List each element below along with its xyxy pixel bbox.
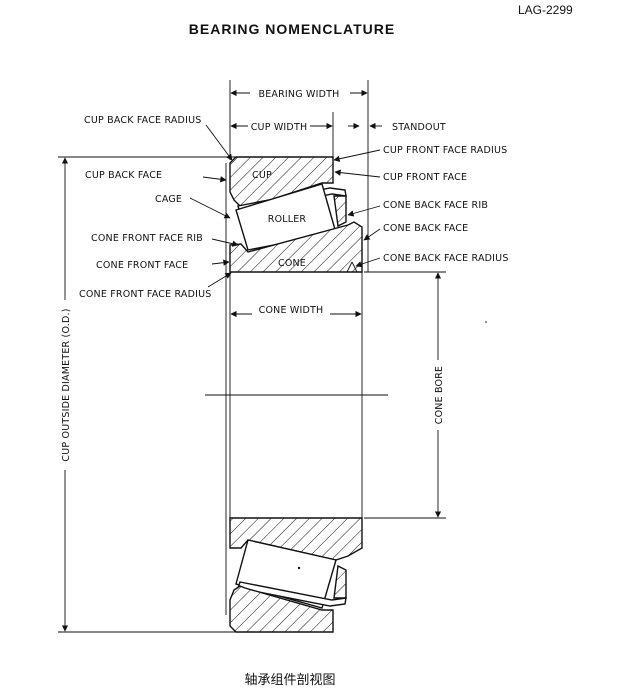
cup-bottom-section: [229, 585, 334, 633]
roller-label: ROLLER: [268, 214, 307, 225]
bearing-width-mask: [250, 85, 350, 99]
cone-bore-mask: [431, 360, 445, 430]
cone-back-face-leader: [363, 228, 381, 241]
cup-front-face-radius-leader: [333, 149, 381, 162]
document-code: LAG-2299: [518, 3, 573, 17]
cup-back-face-leader: [202, 176, 227, 183]
diagram-title: BEARING NOMENCLATURE: [189, 21, 395, 37]
cage-label: CAGE: [155, 194, 182, 205]
cup-back-face-radius-label: CUP BACK FACE RADIUS: [84, 115, 201, 126]
cup-width-mask: [248, 118, 310, 132]
cup-back-face-label: CUP BACK FACE: [85, 170, 162, 181]
cone-front-face-radius-label: CONE FRONT FACE RADIUS: [79, 289, 212, 300]
cone-back-radius-notch: [346, 261, 358, 273]
cone-back-face-label: CONE BACK FACE: [383, 223, 468, 234]
cone-front-face-radius-leader: [207, 272, 232, 288]
roller-dot: [297, 566, 301, 570]
cone-front-face-rib-label: CONE FRONT FACE RIB: [91, 233, 203, 244]
cup-front-face-leader: [334, 169, 381, 178]
stray-dot: [485, 321, 487, 323]
cone-front-face-rib-leader: [211, 238, 239, 247]
cone-back-face-rib-bottom: [333, 564, 347, 599]
cone-back-face-rib-label: CONE BACK FACE RIB: [383, 200, 488, 211]
cup-width-label: CUP WIDTH: [251, 122, 308, 133]
standout-label: STANDOUT: [392, 122, 446, 133]
cup-od-mask: [58, 300, 72, 470]
cone-back-face-rib-leader: [347, 205, 381, 217]
cone-back-face-radius-label: CONE BACK FACE RADIUS: [383, 253, 509, 264]
cup-label: CUP: [252, 170, 272, 181]
cup-od-label: CUP OUTSIDE DIAMETER (O.D.): [61, 308, 72, 461]
cup-back-face-radius-leader: [205, 124, 233, 161]
cup-front-face-radius-label: CUP FRONT FACE RADIUS: [383, 145, 507, 156]
figure-caption: 轴承组件剖视图: [244, 673, 335, 688]
roller-bottom: [235, 539, 337, 609]
cone-bore-label: CONE BORE: [434, 366, 445, 424]
cone-front-face-label: CONE FRONT FACE: [96, 260, 188, 271]
cage-leader: [189, 197, 231, 219]
cone-width-mask: [252, 305, 330, 319]
cone-width-label: CONE WIDTH: [259, 305, 324, 316]
cone-label: CONE: [278, 258, 306, 269]
cone-back-face-radius-leader: [355, 257, 381, 268]
cup-front-face-label: CUP FRONT FACE: [383, 172, 467, 183]
cone-back-face-rib-top: [333, 195, 347, 228]
cone-front-face-leader: [211, 259, 230, 266]
bearing-width-label: BEARING WIDTH: [259, 89, 340, 100]
